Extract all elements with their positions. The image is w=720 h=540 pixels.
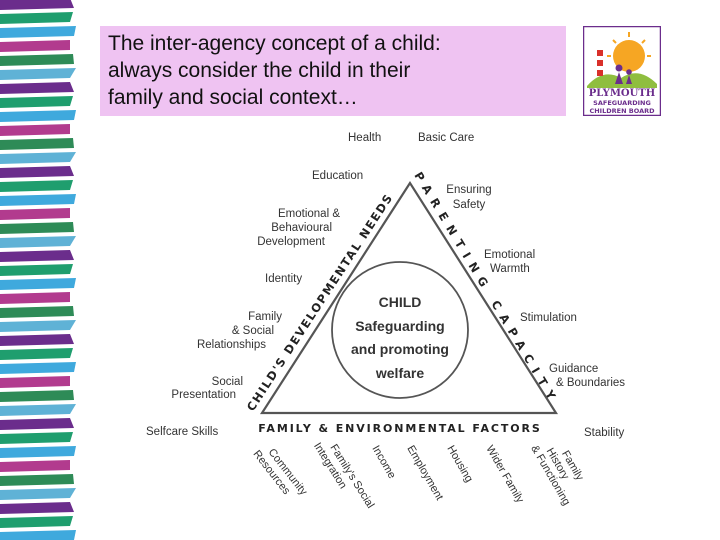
label-emotional-warmth-2: Warmth	[490, 263, 530, 275]
title-line-3: family and social context…	[108, 84, 558, 111]
center-line-1: CHILD	[379, 294, 422, 310]
stripe	[0, 292, 70, 304]
label-health: Health	[348, 132, 381, 144]
label-identity: Identity	[265, 273, 302, 285]
center-line-4: welfare	[375, 365, 424, 381]
label-selfcare: Selfcare Skills	[146, 426, 218, 438]
stripe	[0, 376, 70, 388]
stripe	[0, 0, 74, 10]
stripe	[0, 54, 74, 66]
stripe	[0, 362, 76, 374]
stripe	[0, 152, 76, 164]
label-family-social-3: Relationships	[197, 339, 266, 351]
center-line-2: Safeguarding	[355, 318, 444, 334]
center-line-3: and promoting	[351, 341, 449, 357]
bottom-label-housing: Housing	[444, 444, 475, 485]
stripe	[0, 474, 74, 486]
label-ensuring-safety-2: Safety	[453, 199, 486, 211]
label-guidance-1: Guidance	[549, 363, 598, 375]
stripe	[0, 222, 74, 234]
bottom-label-employment: Employment	[404, 444, 445, 503]
stripe	[0, 446, 76, 458]
bottom-side-label: FAMILY & ENVIRONMENTAL FACTORS	[258, 422, 541, 435]
stripe	[0, 306, 74, 318]
title-line-1: The inter-agency concept of a child:	[108, 30, 558, 57]
stripe	[0, 432, 73, 444]
label-emotional-2: Behavioural	[271, 222, 332, 234]
stripe	[0, 96, 73, 108]
stripe	[0, 68, 76, 80]
stripe	[0, 320, 76, 332]
title-box: The inter-agency concept of a child: alw…	[100, 26, 566, 116]
stripe	[0, 516, 73, 528]
stripe	[0, 208, 70, 220]
label-social-presentation-1: Social	[212, 376, 243, 388]
label-family-social-1: Family	[248, 311, 282, 323]
stripe	[0, 404, 76, 416]
label-emotional-3: Development	[257, 236, 326, 248]
stripe	[0, 348, 73, 360]
stripe	[0, 138, 74, 150]
label-family-social-2: & Social	[232, 325, 274, 337]
stripe	[0, 530, 76, 540]
bottom-label-wider-family: Wider Family	[483, 444, 526, 506]
stripe	[0, 26, 76, 38]
stripe	[0, 236, 76, 248]
stripe	[0, 502, 74, 514]
stripe	[0, 390, 74, 402]
stripe	[0, 278, 76, 290]
logo-text-2: SAFEGUARDING	[593, 99, 651, 107]
stripe	[0, 264, 73, 276]
label-stability: Stability	[584, 427, 625, 439]
stripe	[0, 124, 70, 136]
stripe	[0, 194, 76, 206]
label-stimulation: Stimulation	[520, 312, 577, 324]
bottom-label-income: Income	[369, 444, 397, 481]
label-guidance-2: & Boundaries	[556, 377, 625, 389]
stripe	[0, 488, 76, 500]
plymouth-safeguarding-logo: PLYMOUTH SAFEGUARDING CHILDREN BOARD	[583, 26, 661, 116]
stripe	[0, 110, 76, 122]
stripe	[0, 418, 74, 430]
label-education: Education	[312, 170, 363, 182]
lighthouse-icon	[597, 50, 603, 76]
stripe	[0, 460, 70, 472]
stripe	[0, 334, 74, 346]
assessment-framework-diagram: CHILD'S DEVELOPMENTAL NEEDS PARENTING CA…	[130, 120, 640, 540]
label-social-presentation-2: Presentation	[171, 389, 236, 401]
stripe	[0, 12, 73, 24]
stripe	[0, 250, 74, 262]
figure-icon	[616, 65, 623, 72]
stripe	[0, 40, 70, 52]
decorative-stripes	[0, 0, 78, 540]
right-side-label: PARENTING CAPACITY	[411, 169, 562, 408]
stripe	[0, 180, 73, 192]
stripe	[0, 82, 74, 94]
logo-text-3: CHILDREN BOARD	[589, 107, 655, 115]
label-basic-care: Basic Care	[418, 132, 474, 144]
stripe	[0, 166, 74, 178]
label-ensuring-safety-1: Ensuring	[446, 184, 491, 196]
label-emotional-1: Emotional &	[278, 208, 340, 220]
title-line-2: always consider the child in their	[108, 57, 558, 84]
logo-text-1: PLYMOUTH	[589, 88, 655, 99]
label-emotional-warmth-1: Emotional	[484, 249, 535, 261]
